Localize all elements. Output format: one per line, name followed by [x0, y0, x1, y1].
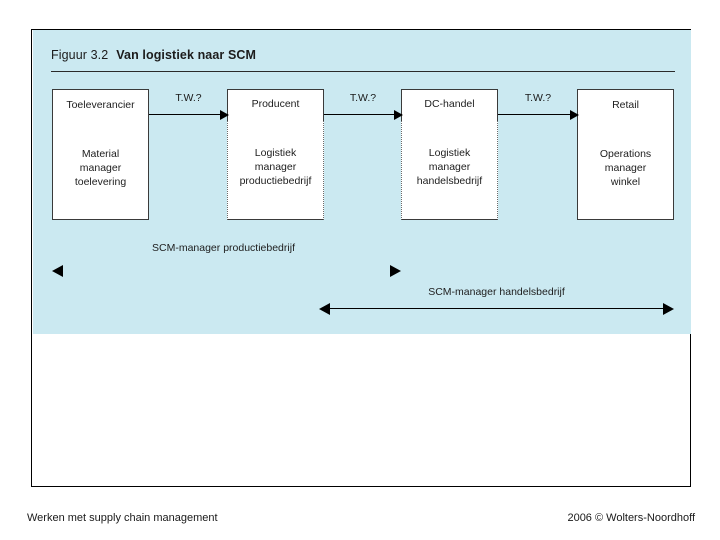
slide-frame: Figuur 3.2 Van logistiek naar SCM Toeleve…	[31, 29, 691, 487]
arrow-right-icon	[149, 109, 229, 120]
arrowhead-icon	[394, 109, 403, 120]
scm-span-handelsbedrijf: SCM-manager handelsbedrijf	[319, 286, 674, 318]
box-role-line: Operations	[599, 148, 652, 160]
process-box-producent[interactable]: Producent Logistiek manager productiebed…	[227, 89, 324, 220]
arrow-left-icon	[319, 303, 330, 315]
figure-number: Figuur 3.2	[51, 48, 109, 62]
box-title: Producent	[251, 98, 300, 110]
arrow-right-icon	[390, 265, 401, 277]
box-role-line: Logistiek	[254, 147, 297, 159]
scm-span-productiebedrijf: SCM-manager productiebedrijf	[51, 242, 401, 282]
footer-copyright: 2006 © Wolters-Noordhoff	[567, 512, 695, 524]
arrow-left-icon	[52, 265, 63, 277]
box-role-line: manager	[604, 162, 647, 174]
box-role-line: handelsbedrijf	[416, 175, 483, 187]
box-title: DC-handel	[424, 98, 475, 110]
box-role-line: winkel	[610, 176, 641, 188]
box-title: Retail	[612, 99, 639, 111]
slide-footer: Werken met supply chain management 2006 …	[27, 512, 695, 524]
box-body-panel	[227, 121, 324, 220]
box-title: Toeleverancier	[66, 99, 135, 111]
arrow-right-icon	[498, 109, 579, 120]
box-role-line: manager	[254, 161, 297, 173]
box-body-panel	[401, 121, 498, 220]
span-line	[329, 308, 664, 309]
arrow-right-icon	[663, 303, 674, 315]
figure-title: Figuur 3.2 Van logistiek naar SCM	[51, 48, 256, 62]
box-header-panel	[227, 89, 324, 121]
box-role-line: Material	[81, 148, 120, 160]
box-header-panel	[401, 89, 498, 121]
arrowhead-icon	[220, 109, 229, 120]
arrow-right-icon	[324, 109, 403, 120]
box-role: Logistiek manager productiebedrijf	[227, 146, 324, 188]
box-role-line: Logistiek	[428, 147, 471, 159]
box-role: Logistiek manager handelsbedrijf	[401, 146, 498, 188]
process-box-retail[interactable]: Retail Operations manager winkel	[577, 89, 674, 220]
process-box-toeleverancier[interactable]: Toeleverancier Material manager toelever…	[52, 89, 149, 220]
box-role-line: manager	[79, 162, 122, 174]
figure-name: Van logistiek naar SCM	[116, 48, 257, 62]
process-box-dc-handel[interactable]: DC-handel Logistiek manager handelsbedri…	[401, 89, 498, 220]
footer-book-title: Werken met supply chain management	[27, 512, 218, 524]
box-role: Material manager toelevering	[53, 147, 148, 189]
box-role-line: manager	[428, 161, 471, 173]
figure-panel: Figuur 3.2 Van logistiek naar SCM Toeleve…	[33, 30, 691, 334]
box-role: Operations manager winkel	[578, 147, 673, 189]
scm-span-label: SCM-manager productiebedrijf	[152, 242, 295, 254]
scm-span-label: SCM-manager handelsbedrijf	[428, 286, 565, 298]
title-divider	[51, 71, 675, 72]
box-role-line: productiebedrijf	[239, 175, 312, 187]
connector-label-2: T.W.?	[349, 92, 377, 104]
arrowhead-icon	[570, 109, 579, 120]
connector-label-1: T.W.?	[175, 92, 202, 104]
box-role-line: toelevering	[74, 176, 127, 188]
connector-label-3: T.W.?	[524, 92, 552, 104]
